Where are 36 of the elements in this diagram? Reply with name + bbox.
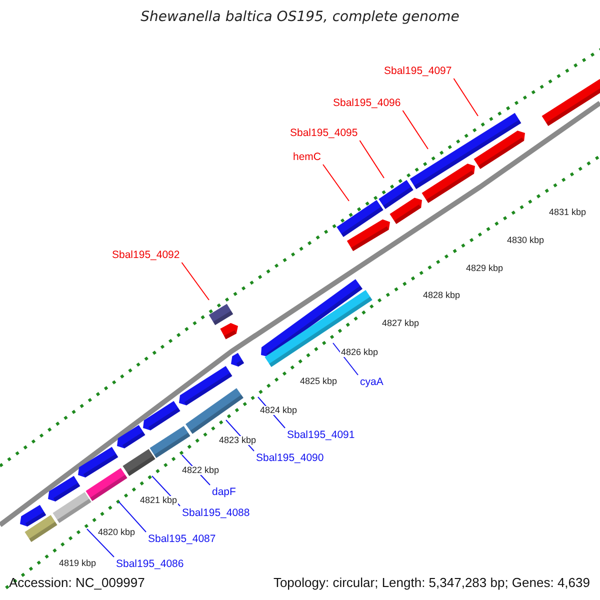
scale-label: 4826 kbp xyxy=(340,348,380,357)
scale-label: 4820 kbp xyxy=(97,528,136,537)
gene-label: Sbal195_4096 xyxy=(333,98,401,108)
scale-label: 4830 kbp xyxy=(506,236,546,245)
scale-label: 4825 kbp xyxy=(299,377,338,386)
leader-line xyxy=(118,502,146,532)
leader-line xyxy=(181,262,210,300)
gene-label: Sbal195_4087 xyxy=(148,534,216,544)
gene-label: Sbal195_4086 xyxy=(116,559,184,570)
leader-line xyxy=(332,342,358,376)
leader-line xyxy=(86,528,114,558)
gene-label: Sbal195_4092 xyxy=(112,250,180,260)
gene-label: Sbal195_4090 xyxy=(256,453,324,464)
scale-label: 4827 kbp xyxy=(381,319,420,328)
gene-label: dapF xyxy=(212,487,236,498)
gene-label: Sbal195_4088 xyxy=(182,508,250,518)
gene-label: cyaA xyxy=(360,377,384,388)
scale-label: 4824 kbp xyxy=(259,406,298,415)
scale-label: 4828 kbp xyxy=(422,291,462,300)
scale-label: 4821 kbp xyxy=(139,496,178,505)
gene-label: hemC xyxy=(293,152,322,162)
gene-label: Sbal195_4095 xyxy=(290,128,358,138)
scale-label: 4829 kbp xyxy=(465,264,504,273)
scale-label: 4823 kbp xyxy=(218,436,258,445)
scale-label: 4822 kbp xyxy=(181,466,220,475)
leader-line xyxy=(453,78,478,116)
gene-label: Sbal195_4097 xyxy=(384,66,452,76)
diagram-title: Shewanella baltica OS195, complete genome xyxy=(140,10,460,24)
leader-line xyxy=(359,140,384,178)
scale-label: 4819 kbp xyxy=(58,559,98,568)
leader-line xyxy=(402,110,428,150)
genome-summary-text: Topology: circular; Length: 5,347,283 bp; Genes: 4,639 xyxy=(273,576,590,589)
leader-line xyxy=(322,164,350,202)
gene-label: Sbal195_4091 xyxy=(287,430,355,440)
accession-text: Accession: NC_009997 xyxy=(9,576,145,589)
scale-label: 4831 kbp xyxy=(548,208,588,217)
